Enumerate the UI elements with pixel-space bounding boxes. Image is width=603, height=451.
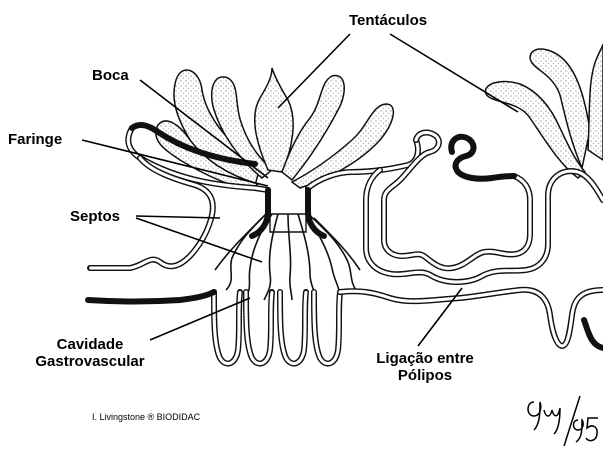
label-septos: Septos <box>70 208 120 225</box>
label-cavidade-gastrovascular: Cavidade Gastrovascular <box>20 336 160 370</box>
label-boca: Boca <box>92 67 129 84</box>
label-faringe: Faringe <box>8 131 62 148</box>
gastrovascular-lobes <box>214 292 340 364</box>
label-tentaculos: Tentáculos <box>349 12 427 29</box>
label-ligacao-line1: Ligação entre <box>355 350 495 367</box>
leader-cavidade <box>150 298 250 340</box>
label-ligacao-entre-polipos: Ligação entre Pólipos <box>355 350 495 384</box>
label-cavidade-line2: Gastrovascular <box>20 353 160 370</box>
septa <box>215 212 360 300</box>
label-ligacao-line2: Pólipos <box>355 367 495 384</box>
coenosarc <box>88 290 603 348</box>
artist-signature <box>520 390 600 450</box>
leader-tentaculos-right <box>390 34 518 112</box>
credit-text: I. Livingstone ® BIODIDAC <box>92 412 200 422</box>
label-cavidade-line1: Cavidade <box>20 336 160 353</box>
leader-septos-1 <box>136 216 220 218</box>
right-polyp-tentacles <box>485 44 603 178</box>
